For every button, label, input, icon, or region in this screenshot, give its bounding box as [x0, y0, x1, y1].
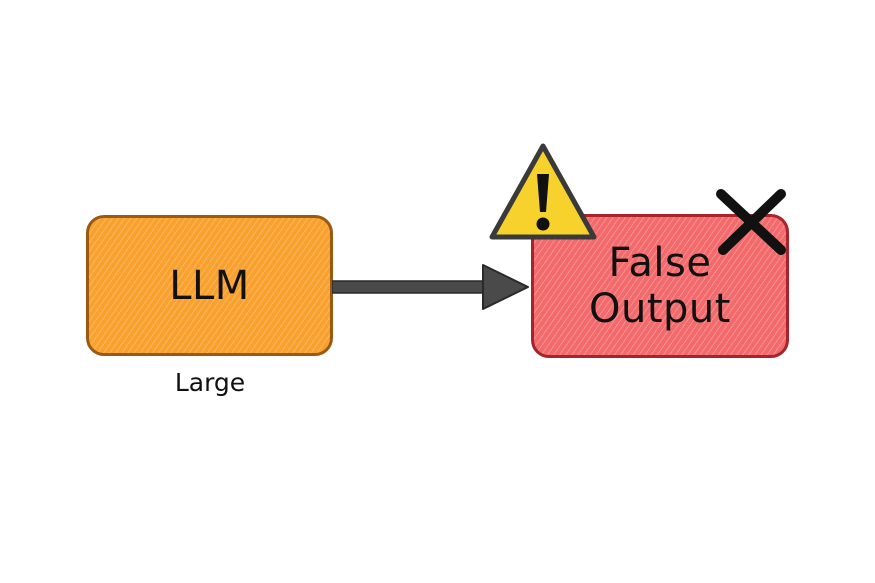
warning-triangle-icon	[489, 143, 597, 240]
flow-arrow-shaft	[332, 280, 489, 294]
cross-icon	[716, 189, 786, 255]
llm-node-caption: Large	[174, 368, 246, 397]
flow-arrow-head	[482, 264, 529, 310]
false-output-label-line-2: Output	[589, 286, 731, 332]
llm-node-label: LLM	[169, 262, 250, 309]
llm-node: LLM	[86, 215, 333, 356]
false-output-label-line-1: False	[608, 240, 712, 286]
flow-arrow	[332, 264, 529, 310]
